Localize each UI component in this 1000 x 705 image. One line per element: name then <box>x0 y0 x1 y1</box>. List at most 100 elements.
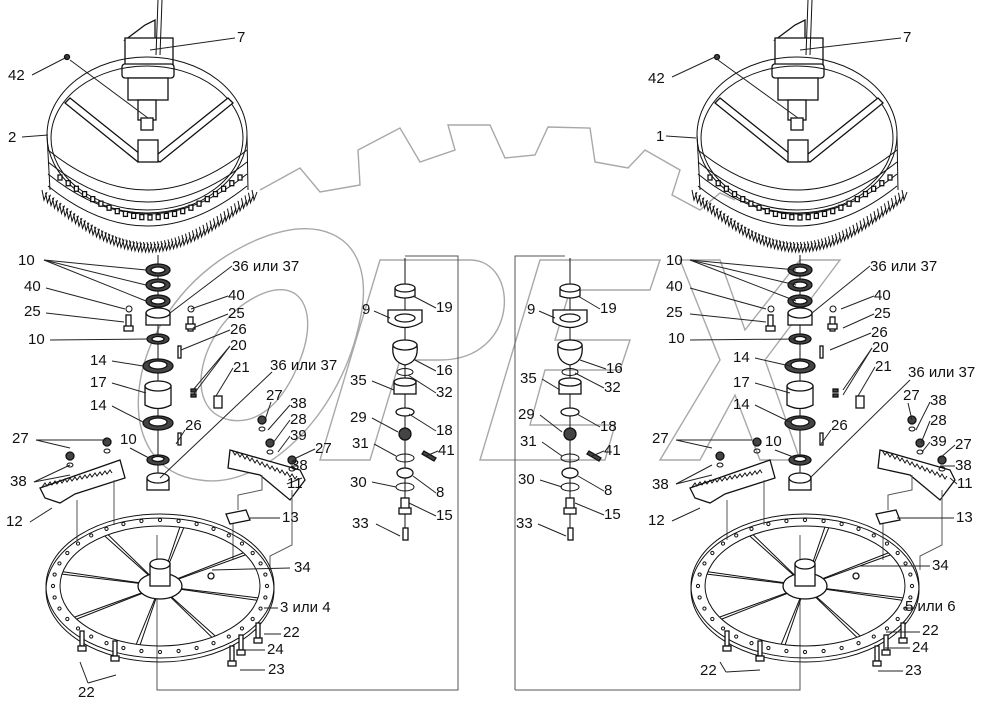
nut-29 <box>563 427 577 441</box>
leader-line <box>43 259 147 271</box>
callout-l-24: 24 <box>245 641 284 658</box>
callout-r-14a: 14 <box>733 349 791 367</box>
knife-segment-11 <box>877 449 956 501</box>
callout-r-14b: 14 <box>733 396 791 423</box>
nut-27 <box>287 455 297 465</box>
disc-bolt-hole <box>720 541 726 546</box>
part-number-label: 33 <box>516 515 533 532</box>
disc-bolt-hole <box>821 648 826 654</box>
part-number-label: 11 <box>957 475 973 492</box>
callout-r-5: 5 или 6 <box>903 598 956 615</box>
part-number-label: 24 <box>267 641 284 658</box>
disc-bolt-hole <box>157 649 163 655</box>
ring-32 <box>561 368 579 376</box>
leader-line <box>129 447 150 459</box>
callout-l-26b: 26 <box>175 417 202 445</box>
bolt <box>238 634 244 651</box>
part-number-label: 27 <box>266 387 283 404</box>
disc-bolt-hole <box>264 583 270 589</box>
part-number-label: 10 <box>666 252 683 269</box>
leader-line <box>190 295 229 310</box>
part-number-label: 39 <box>930 433 947 450</box>
callout-r-17: 17 <box>733 374 791 394</box>
part-number-label: 10 <box>120 431 137 448</box>
disc-bolt-hole <box>194 645 199 651</box>
callout-r-10a: 10 <box>666 252 797 302</box>
nut-27 <box>257 415 267 425</box>
gearbox-housing <box>124 37 174 69</box>
leader-line <box>809 379 911 479</box>
disc-bolt-hole <box>226 533 231 538</box>
part-number-label: 30 <box>518 471 535 488</box>
callout-l-42: 42 <box>8 56 149 119</box>
bolt <box>874 645 880 662</box>
callout-r-7: 7 <box>799 29 911 51</box>
leader-line <box>29 507 53 523</box>
bolt <box>724 630 730 647</box>
leader-line <box>149 37 236 51</box>
leader-line <box>574 372 605 389</box>
leader-line <box>295 448 316 459</box>
disc-bolt-hole <box>157 517 163 523</box>
ring-32 <box>396 368 414 376</box>
nut-27 <box>915 438 925 448</box>
part-number-label: 8 <box>436 484 444 501</box>
part-number-label: 39 <box>290 427 307 444</box>
callout-c1-41: 41 <box>425 442 455 459</box>
drum-spoke <box>801 97 884 163</box>
callout-l-7: 7 <box>149 29 245 51</box>
key-21 <box>855 395 865 409</box>
leader-line <box>371 380 395 391</box>
leader-line <box>111 382 147 394</box>
center-right-spindle-stack <box>552 258 602 541</box>
disc-bolt-hole <box>104 641 109 646</box>
bolt <box>255 622 261 639</box>
callout-l-40a: 40 <box>24 278 126 310</box>
leader-line <box>671 507 701 522</box>
callout-c1-29: 29 <box>350 409 399 433</box>
callout-c2-19: 19 <box>577 295 617 317</box>
leader-line <box>719 661 727 673</box>
leader-line <box>840 295 875 310</box>
disc-bolt-hole <box>52 572 57 577</box>
leader-line <box>412 475 437 494</box>
part-number-label: 26 <box>871 324 888 341</box>
spring-pin-20 <box>832 388 839 393</box>
part-number-label: 29 <box>350 409 367 426</box>
leader-line <box>169 265 233 314</box>
part-number-label: 29 <box>518 406 535 423</box>
callout-r-28: 28 <box>920 412 947 444</box>
callout-l-17: 17 <box>90 374 147 394</box>
part-number-label: 34 <box>932 557 949 574</box>
part-number-label: 25 <box>24 303 41 320</box>
disc-bolt-hole <box>856 641 861 646</box>
callout-c2-33: 33 <box>516 515 567 537</box>
grease-fitting-34 <box>852 572 860 580</box>
part-number-label: 9 <box>527 301 535 318</box>
washer-38 <box>66 462 74 468</box>
part-number-label: 14 <box>733 349 750 366</box>
disc-bolt-hole <box>239 626 245 631</box>
leader-line <box>537 523 567 537</box>
grease-fitting-34 <box>207 572 215 580</box>
disc-bolt-hole <box>749 641 754 646</box>
leader-line <box>907 402 913 421</box>
gearbox-housing <box>774 37 824 69</box>
leader-line <box>408 502 437 517</box>
callout-l-27c: 27 <box>12 430 106 449</box>
washer-38 <box>288 466 296 472</box>
callout-l-22a: 22 <box>264 624 300 641</box>
part-number-label: 40 <box>874 287 891 304</box>
callout-c1-9: 9 <box>362 301 391 319</box>
disc-bolt-hole <box>89 634 94 639</box>
callout-r-13: 13 <box>897 509 973 526</box>
part-number-label: 25 <box>228 305 245 322</box>
part-number-label: 32 <box>436 384 453 401</box>
nut-27 <box>102 437 112 447</box>
leader-line <box>915 401 931 431</box>
disc-bolt-hole <box>903 606 908 611</box>
disc-bolt-hole <box>57 561 62 566</box>
disc-bolt-hole <box>903 561 908 566</box>
callout-c2-30: 30 <box>518 471 563 488</box>
